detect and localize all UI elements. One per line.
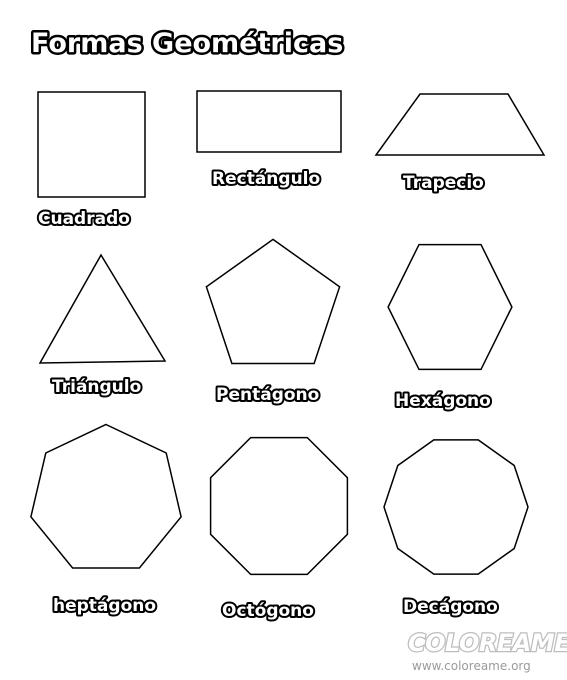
hexagon-shape — [387, 243, 513, 371]
label-octogono: Octógono — [222, 601, 314, 621]
decagon-shape — [383, 439, 529, 575]
label-heptagono: heptágono — [53, 596, 156, 616]
rectangle-shape — [196, 90, 342, 153]
site-url: www.coloreame.org — [412, 659, 531, 673]
page-title: Formas Geométricas — [31, 28, 343, 59]
label-pentagono: Pentágono — [216, 385, 319, 405]
label-cuadrado: Cuadrado — [38, 209, 130, 229]
triangle-shape — [38, 253, 167, 364]
trapezoid-shape — [374, 93, 546, 156]
heptagon-shape — [30, 423, 182, 569]
label-triangulo: Triángulo — [52, 377, 141, 397]
label-hexagono: Hexágono — [395, 391, 491, 411]
octagon-shape — [209, 436, 349, 576]
square-shape — [37, 91, 146, 198]
pentagon-shape — [205, 238, 341, 365]
label-trapecio: Trapecio — [403, 173, 484, 193]
label-rectangulo: Rectángulo — [212, 169, 320, 189]
label-decagono: Decágono — [403, 597, 498, 617]
coloreame-logo: COLOREAME — [408, 629, 567, 657]
